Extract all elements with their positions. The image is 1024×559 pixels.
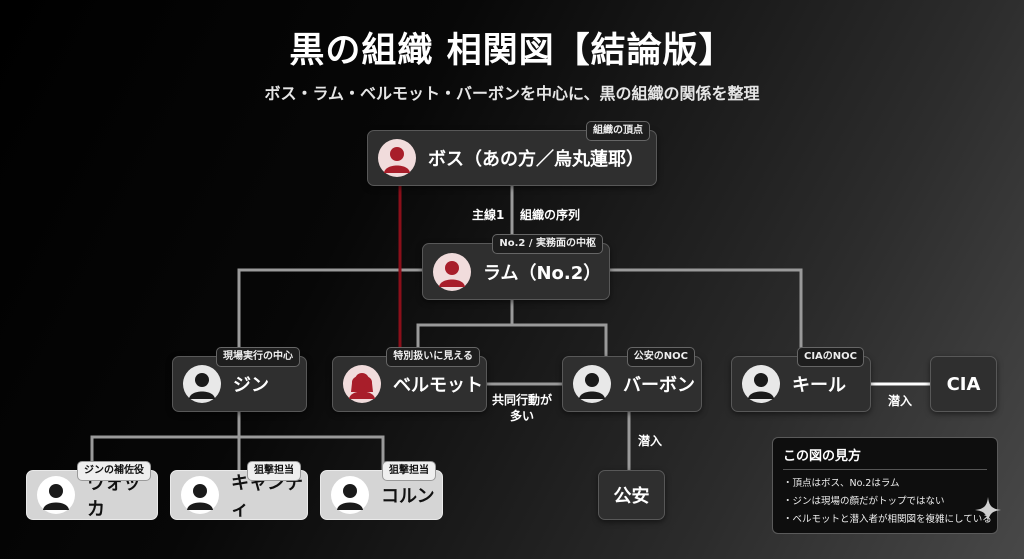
avatar-dark-icon bbox=[183, 365, 221, 403]
node-korn-label: コルン bbox=[381, 486, 435, 507]
node-gin[interactable]: ジン 現場実行の中心 bbox=[172, 347, 307, 412]
node-bourbon[interactable]: バーボン 公安のNOC bbox=[562, 347, 702, 412]
node-rum-badge: No.2 / 実務面の中枢 bbox=[492, 234, 603, 254]
node-korn-badge: 狙撃担当 bbox=[382, 461, 436, 481]
node-bourbon-label: バーボン bbox=[623, 375, 695, 396]
node-vodka-badge: ジンの補佐役 bbox=[77, 461, 151, 481]
node-vermouth[interactable]: ベルモット 特別扱いに見える bbox=[332, 347, 487, 412]
page-title: 黒の組織 相関図【結論版】 bbox=[289, 31, 735, 71]
avatar-red-icon bbox=[378, 139, 416, 177]
legend-item: ・ベルモットと潜入者が相関図を複雑にしている bbox=[783, 514, 992, 525]
node-gin-label: ジン bbox=[233, 375, 269, 396]
node-vermouth-badge: 特別扱いに見える bbox=[386, 347, 480, 367]
edge-label-joint-action: 共同行動が 多い bbox=[492, 393, 553, 423]
node-vermouth-label: ベルモット bbox=[393, 375, 483, 396]
page-subtitle: ボス・ラム・ベルモット・バーボンを中心に、黒の組織の関係を整理 bbox=[264, 84, 760, 103]
legend-item: ・ジンは現場の顔だがトップではない bbox=[783, 496, 945, 507]
legend-title: この図の見方 bbox=[783, 445, 987, 470]
avatar-dark-icon bbox=[331, 476, 369, 514]
node-kir[interactable]: キール CIAのNOC bbox=[731, 347, 871, 412]
node-cia-label: CIA bbox=[946, 373, 981, 395]
node-bourbon-badge: 公安のNOC bbox=[626, 347, 695, 367]
node-cia[interactable]: CIA bbox=[930, 356, 997, 412]
avatar-dark-icon bbox=[181, 476, 219, 514]
node-rum-label: ラム（No.2） bbox=[483, 262, 602, 284]
edge-rum-gin bbox=[237, 268, 424, 358]
node-gin-badge: 現場実行の中心 bbox=[216, 347, 300, 367]
legend-box: この図の見方 ・頂点はボス、No.2はラム ・ジンは現場の顔だがトップではない … bbox=[772, 437, 998, 534]
node-boss-label: ボス（あの方／烏丸蓮耶） bbox=[428, 149, 644, 170]
edge-rum-kir bbox=[606, 268, 803, 358]
node-chianti[interactable]: キャンティ 狙撃担当 bbox=[170, 461, 308, 520]
sparkle-icon bbox=[975, 497, 1001, 523]
avatar-woman-icon bbox=[343, 365, 381, 403]
edge-label-infiltration-koan: 潜入 bbox=[638, 434, 663, 448]
edge-label-hierarchy: 組織の序列 bbox=[520, 208, 581, 222]
avatar-dark-icon bbox=[573, 365, 611, 403]
legend-item: ・頂点はボス、No.2はラム bbox=[783, 478, 900, 489]
avatar-dark-icon bbox=[37, 476, 75, 514]
edge-label-infiltration-cia: 潜入 bbox=[888, 394, 913, 408]
edge-label-main-line: 主線1 bbox=[472, 208, 505, 222]
avatar-red-icon bbox=[433, 252, 471, 291]
node-rum[interactable]: ラム（No.2） No.2 / 実務面の中枢 bbox=[422, 234, 610, 300]
node-boss[interactable]: ボス（あの方／烏丸蓮耶） 組織の頂点 bbox=[367, 121, 657, 186]
node-boss-badge: 組織の頂点 bbox=[586, 121, 650, 141]
node-kir-label: キール bbox=[792, 375, 846, 396]
node-koan[interactable]: 公安 bbox=[598, 470, 665, 520]
node-koan-label: 公安 bbox=[613, 486, 650, 507]
node-vodka[interactable]: ウォッカ ジンの補佐役 bbox=[26, 461, 158, 520]
avatar-dark-icon bbox=[742, 365, 780, 403]
node-korn[interactable]: コルン 狙撃担当 bbox=[320, 461, 443, 520]
node-chianti-badge: 狙撃担当 bbox=[247, 461, 301, 481]
node-kir-badge: CIAのNOC bbox=[796, 347, 864, 367]
